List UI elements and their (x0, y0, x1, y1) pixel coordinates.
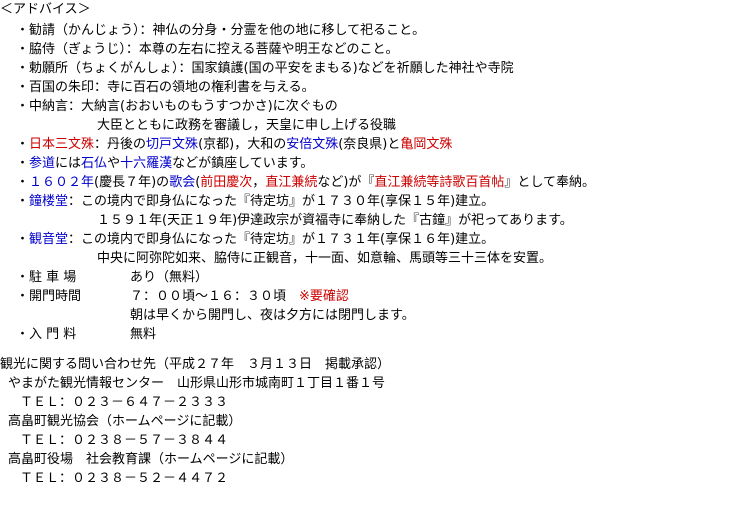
monju-abe: 安倍文殊 (286, 137, 339, 152)
contact-title: 観光に関する問い合わせ先（平成２７年 ３月１３日 掲載承認） (0, 357, 391, 372)
sando-term: 参道 (29, 156, 56, 171)
kakai-rest: など)が『 (317, 175, 375, 190)
monju-sep: ：丹後の (94, 137, 147, 152)
parking-label: ・駐 車 場 (16, 270, 77, 285)
kakai-open: ( (195, 175, 201, 190)
bullet: ・ (16, 232, 30, 247)
kakai-end: 』として奉納。 (504, 175, 596, 190)
kakai-event: 歌会 (169, 175, 196, 190)
hours-label: ・開門時間 (16, 289, 82, 304)
advice-kakai: ・１６０２年(慶長７年)の歌会(前田慶次，直江兼続など)が『直江兼続等詩歌百首帖… (0, 173, 595, 192)
advice-kanjo: ・勧請（かんじょう）：神仏の分身・分霊を他の地に移して祀ること。 (16, 23, 426, 38)
sando-mid1: には (55, 156, 82, 171)
advice-chunagon: ・中納言：大納言(おおいものもうすつかさ)に次ぐもの (16, 99, 338, 114)
advice-monju: ・日本三文殊：丹後の切戸文殊(京都)，大和の安倍文殊(奈良県)と亀岡文殊 (0, 135, 452, 154)
hours-value: ７：００頃～１６：３０頃 ※要確認 (0, 287, 349, 306)
contact-office-tel: ＴＥＬ：０２３８－５２－４４７２ (20, 471, 229, 486)
bullet: ・ (16, 194, 30, 209)
advice-hyakkoku: ・百国の朱印：寺に百石の領地の権利書を与える。 (16, 80, 315, 95)
fee-label: ・入 門 料 (16, 327, 77, 342)
parking-value: あり（無料） (130, 270, 209, 285)
advice-chunagon-cont: 大臣とともに政務を審議し，天皇に申し上げる役職 (97, 118, 397, 133)
monju-title: 日本三文殊 (29, 137, 95, 152)
advice-shoro: ・鐘楼堂：この境内で即身仏になった『待定坊』が１７３０年(享保１５年)建立。 (0, 192, 494, 211)
advice-shoro-cont: １５９１年(天正１９年)伊達政宗が資福寺に奉納した『古鐘』が祀ってあります。 (97, 213, 573, 228)
kakai-era: (慶長７年)の (94, 175, 170, 190)
advice-sando: ・参道には石仏や十六羅漢などが鎮座しています。 (0, 154, 313, 173)
monju-kameoka: 亀岡文殊 (400, 137, 453, 152)
contact-office-name: 高畠町役場 社会教育課（ホームページに記載） (8, 452, 294, 467)
fee-value: 無料 (130, 327, 157, 342)
advice-kannon: ・観音堂：この境内で即身仏になった『待定坊』が１７３１年(享保１６年)建立。 (0, 230, 494, 249)
bullet: ・ (16, 137, 30, 152)
advice-header: ＜アドバイス＞ (0, 2, 91, 17)
advice-kyoji: ・脇侍（ぎょうじ）：本尊の左右に控える菩薩や明王などのこと。 (16, 42, 399, 57)
hours-value-cont: 朝は早くから開門し、夜は夕方には閉門します。 (130, 308, 415, 323)
sando-tail: などが鎮座しています。 (172, 156, 314, 171)
sando-rakan: 十六羅漢 (120, 156, 173, 171)
sando-sekibutsu: 石仏 (81, 156, 108, 171)
sando-mid2: や (107, 156, 121, 171)
contact-center-name: やまがた観光情報センター 山形県山形市城南町１丁目１番１号 (8, 376, 386, 391)
shoro-term: 鐘楼堂 (29, 194, 69, 209)
advice-chokuganjo: ・勅願所（ちょくがんしょ）：国家鎮護(国の平安をまもる)などを祈願した神社や寺院 (16, 61, 514, 76)
kakai-kanetsugu: 直江兼続 (265, 175, 318, 190)
kakai-year: １６０２年 (29, 175, 95, 190)
contact-association-name: 高畠町観光協会（ホームページに記載） (8, 414, 242, 429)
bullet: ・ (16, 175, 30, 190)
hours-note: ※要確認 (299, 289, 349, 304)
kakai-keiji: 前田慶次 (200, 175, 253, 190)
monju-abe-loc: (奈良県)と (338, 137, 401, 152)
kakai-comma: ， (252, 175, 266, 190)
bullet: ・ (16, 156, 30, 171)
shoro-text: ：この境内で即身仏になった『待定坊』が１７３０年(享保１５年)建立。 (68, 194, 495, 209)
monju-kirido-loc: (京都)，大和の (198, 137, 287, 152)
kakai-work: 直江兼続等詩歌百首帖 (374, 175, 505, 190)
contact-association-tel: ＴＥＬ：０２３８－５７－３８４４ (20, 433, 229, 448)
hours-time: ７：００頃～１６：３０頃 (130, 289, 287, 304)
monju-kirido: 切戸文殊 (146, 137, 199, 152)
advice-kannon-cont: 中央に阿弥陀如来、脇侍に正観音，十一面、如意輪、馬頭等三十三体を安置。 (97, 251, 553, 266)
kannon-term: 観音堂 (29, 232, 69, 247)
kannon-text: ：この境内で即身仏になった『待定坊』が１７３１年(享保１６年)建立。 (68, 232, 495, 247)
contact-center-tel: ＴＥＬ：０２３－６４７－２３３３ (20, 395, 229, 410)
